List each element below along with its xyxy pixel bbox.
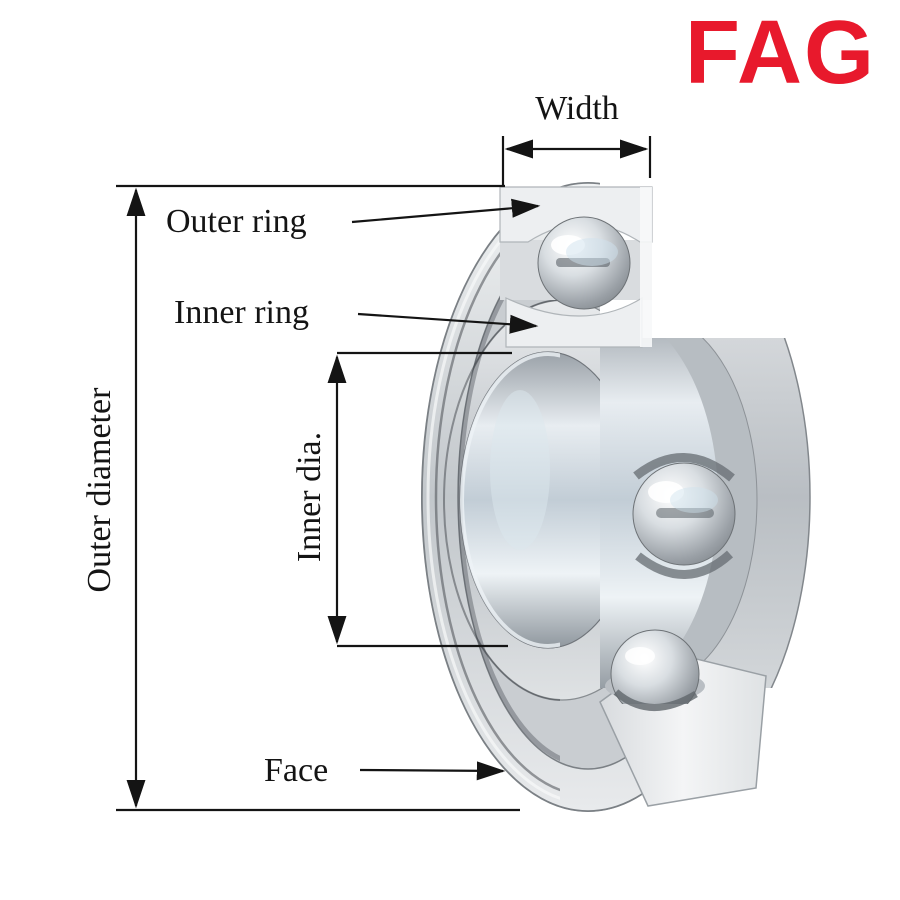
face-label: Face xyxy=(264,752,329,789)
outer-ring-leader-arrow xyxy=(351,198,541,224)
bearing-illustration xyxy=(421,182,811,812)
bearing-ball-top xyxy=(537,216,631,310)
fag-logo: FAG xyxy=(684,3,876,103)
bearing-ball-middle xyxy=(632,462,736,566)
bearing-far-side xyxy=(600,338,811,688)
inner-ring-leader-arrow xyxy=(357,312,539,334)
width-dimension xyxy=(501,136,652,186)
face-leader-arrow xyxy=(359,761,506,781)
outer-diameter-dimension xyxy=(116,184,520,812)
cage-arc-top xyxy=(633,453,735,482)
cage-arc-bottom xyxy=(635,550,734,579)
cage-arc-bottom-section xyxy=(613,689,698,711)
bottom-cross-section xyxy=(599,629,767,807)
outer-diameter-label: Outer diameter xyxy=(81,387,118,593)
inner-ring-label: Inner ring xyxy=(174,294,310,331)
edge-shading xyxy=(426,189,560,805)
outer-ring-label: Outer ring xyxy=(166,203,307,240)
bearing-ball-bottom xyxy=(610,629,700,704)
top-cross-section xyxy=(499,186,653,348)
inner-dia-dimension xyxy=(327,351,512,648)
width-label: Width xyxy=(535,90,619,127)
inner-dia-label: Inner dia. xyxy=(291,431,328,563)
dimension-lines xyxy=(116,136,652,812)
